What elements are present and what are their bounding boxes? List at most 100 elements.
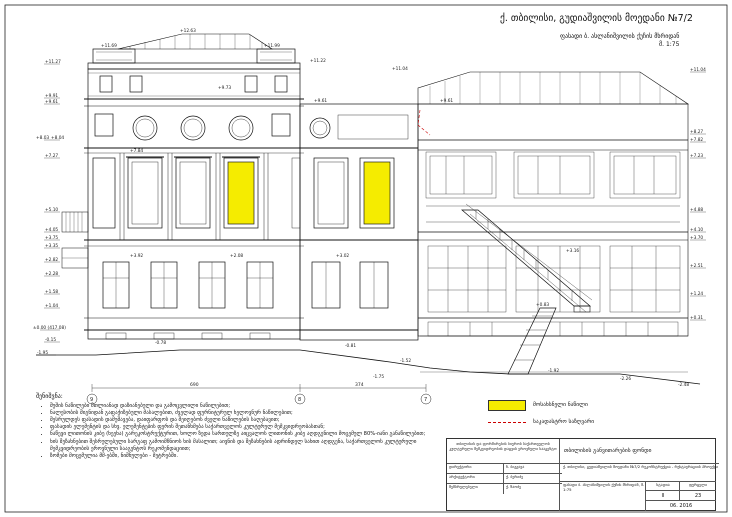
elevation-label: +9.61 — [440, 98, 453, 104]
elevation-label: -2.26 — [620, 376, 631, 382]
legend-label: მოსახსნელი ნაწილი — [533, 402, 588, 408]
left-balcony — [61, 211, 89, 269]
restored-window — [227, 161, 255, 225]
title-block-sheet-label: ფურცელი — [679, 481, 716, 491]
elevation-label: -0.15 — [45, 337, 56, 343]
title-block-date: 06. 2016 — [645, 500, 716, 511]
elevation-label: +9.61 — [314, 98, 327, 104]
elevation-label: -1.75 — [373, 374, 384, 380]
axis-marker: 8 — [298, 397, 301, 403]
elevation-label: +3.16 — [566, 248, 579, 254]
elevation-label: +3.92 — [130, 253, 143, 259]
dimension-line — [91, 384, 427, 392]
notes-heading: შენიშვნა: — [36, 393, 63, 400]
axis-marker: 7 — [424, 397, 427, 403]
title-block-person: ნ. ბიგვავა — [503, 463, 562, 474]
subtitle-scale: მ. 1:75 — [659, 41, 680, 48]
legend-swatch-yellow — [488, 399, 526, 411]
elevation-label: +2.51 — [690, 263, 703, 269]
sheet-frame — [4, 4, 728, 513]
restored-window — [363, 161, 391, 225]
title-block-object: ქ. თბილისი, გუდიაშვილის მოედანი №7/2 რეკ… — [559, 463, 719, 482]
subtitle-line: ფასადი ბ. ასლანიშვილის ქუჩის მხრიდან — [560, 33, 680, 40]
title-block-stage: II — [645, 490, 680, 501]
elevation-label: +11.04 — [690, 67, 706, 73]
title-block-project: თბილისის განვითარების ფონდი — [559, 439, 720, 463]
notes-section: შენიშვნა: შუშის ნაწილები მთლიანად დაზიან… — [36, 393, 436, 460]
drawing-title: ქ. თბილისი, გუდიაშვილის მოედანი №7/2 — [500, 13, 693, 24]
elevation-labels-left: +11.27 +9.91 +9.61 +8.03 +8.04 +7.27 +5.… — [33, 59, 66, 356]
note-item: ნაწევი ლითონის კიბე (ხეეხა) გარეკოსტრუქტ… — [50, 431, 436, 438]
elevation-label: +1.24 — [690, 291, 703, 297]
legend-label: საკადასტრო საზღვარი — [533, 419, 595, 425]
note-item: ფასადის ელემენტის და სხვ. ელემენტების ფე… — [50, 424, 436, 431]
title-block-drawing: ფასადი ბ. ასლანიშვილის ქუჩის მხრიდან, მ.… — [559, 481, 649, 511]
legend-item-boundary: საკადასტრო საზღვარი — [488, 415, 688, 429]
notes-list: შუშის ნაწილები მთლიანად დაზიანებული და გ… — [36, 403, 436, 460]
elevation-label: +9.73 — [218, 85, 231, 91]
elevation-label: +8.03 — [36, 135, 49, 141]
grid-axes — [86, 393, 432, 405]
note-item: შესრულდეს ფასადის დამუშავება, დაიფარფოს … — [50, 417, 436, 424]
elevation-label: +11.69 — [101, 43, 117, 49]
legend: მოსახსნელი ნაწილი საკადასტრო საზღვარი — [488, 398, 688, 432]
middle-block — [299, 103, 419, 341]
elevation-label: +5.10 — [45, 207, 58, 213]
external-staircase — [461, 203, 593, 375]
title-block-role: დირექტორი — [447, 463, 505, 474]
legend-item-restored: მოსახსნელი ნაწილი — [488, 398, 688, 412]
title-block-org: თბილისის და ფორმირების ბიუროს საქართველო… — [449, 441, 557, 451]
note-item: ხის შეზახნებით შესრულებული სარგაფ გამოიმ… — [50, 439, 436, 453]
elevation-label: ±0.00 (417.08) — [33, 325, 66, 331]
elevation-label: +7.84 — [130, 148, 143, 154]
elevation-label: -0.78 — [155, 340, 166, 346]
elevation-label: +11.04 — [392, 66, 408, 72]
note-item: ზომები მოცემულია მმ-ებში, ნიშნულები - მე… — [50, 453, 436, 460]
elevation-label: +0.83 — [536, 302, 549, 308]
title-block-person: ქ. ზაოძე — [503, 483, 562, 494]
elevation-labels-facade: +7.84 +3.92 +2.08 +3.02 +3.16 +0.83 -0.7… — [130, 148, 689, 388]
elevation-label: +4.10 — [690, 227, 703, 233]
elevation-label: +8.27 — [690, 129, 703, 135]
dimension-label: 690 — [190, 382, 199, 388]
elevation-label: +0.31 — [690, 315, 703, 321]
elevation-label: +11.27 — [45, 59, 61, 65]
elevation-label: +7.23 — [690, 153, 703, 159]
elevation-label: -2.48 — [678, 382, 689, 388]
elevation-label: +1.58 — [45, 289, 58, 295]
elevation-label: +3.35 — [45, 243, 58, 249]
title-block: თბილისის და ფორმირების ბიუროს საქართველო… — [446, 438, 719, 511]
dimension-label: 374 — [355, 382, 364, 388]
axis-marker: 9 — [90, 397, 93, 403]
elevation-labels-right: +11.04 +8.27 +7.82 +7.23 +4.88 +4.10 +3.… — [690, 67, 706, 321]
title-block-person: ქ. ბერიძე — [503, 473, 562, 484]
note-item: შუშის ნაწილები მთლიანად დაზიანებული და გ… — [50, 403, 436, 410]
main-building — [84, 33, 304, 340]
title-block-sheet: 23 — [679, 490, 716, 501]
title-block-role: არქიტექტორი — [447, 473, 505, 484]
elevation-label: +3.75 — [45, 235, 58, 241]
title-block-role: შემსრულებელი — [447, 483, 505, 494]
elevation-label: +2.08 — [230, 253, 243, 259]
elevation-label: -1.95 — [37, 350, 48, 356]
elevation-label: +11.22 — [310, 58, 326, 64]
elevation-label: +9.61 — [45, 99, 58, 105]
elevation-label: -0.81 — [345, 343, 356, 349]
elevation-label: +9.91 — [45, 93, 58, 99]
ground-line — [36, 349, 701, 385]
elevation-label: +2.28 — [45, 271, 58, 277]
elevation-label: +12.63 — [180, 28, 196, 34]
elevation-label: -1.52 — [400, 358, 411, 364]
elevation-label: +4.88 — [690, 207, 703, 213]
elevation-labels-top: +12.63 +11.69 +11.99 +11.22 +11.04 +9.73… — [101, 28, 453, 104]
elevation-label: +4.05 — [45, 227, 58, 233]
elevation-label: +7.27 — [45, 153, 58, 159]
title-block-stage-label: სტადია — [645, 481, 680, 491]
note-item: ნალესობის შიგნიდან გაფაქიზებული მასალები… — [50, 410, 436, 417]
elevation-label: +2.82 — [45, 257, 58, 263]
elevation-label: +3.70 — [690, 235, 703, 241]
elevation-label: +3.02 — [336, 253, 349, 259]
elevation-label: +8.04 — [51, 135, 64, 141]
legend-swatch-dashed — [488, 421, 526, 423]
